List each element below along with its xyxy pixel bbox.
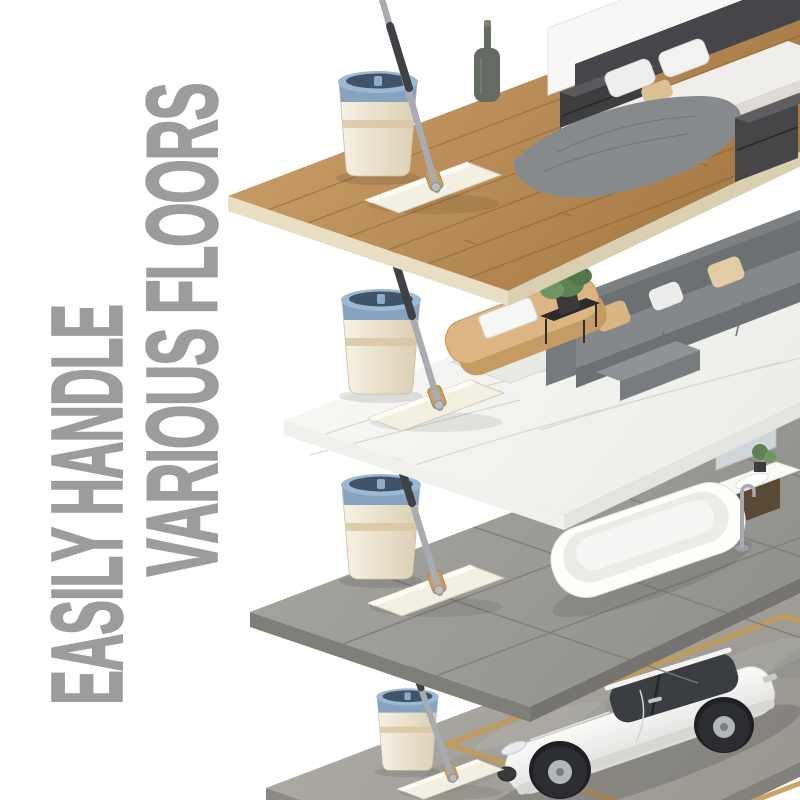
car-wheel-rear <box>694 697 754 753</box>
parking-space-outline <box>445 613 800 800</box>
counter-plant <box>752 444 776 472</box>
floor-front-edge-left <box>284 420 564 530</box>
car-door-seam <box>635 689 645 743</box>
sofa-chaise-front <box>620 350 700 401</box>
floor-front-edge-right <box>720 761 800 800</box>
floor-front-edge-left <box>250 612 530 722</box>
white-sports-car <box>479 647 800 800</box>
decor-bottle <box>474 20 500 102</box>
bathtub-basin <box>575 500 715 570</box>
floor-front-edge-right <box>530 578 800 722</box>
sofa <box>546 210 800 401</box>
mop-handle-collar <box>434 585 444 595</box>
bathtub <box>550 482 752 618</box>
sofa-pillow-white <box>648 281 684 311</box>
side-table-legs <box>545 302 597 344</box>
floor-scene-living-room <box>284 199 800 530</box>
mop-handle-collar <box>434 400 444 410</box>
car-hood-crease <box>529 711 611 741</box>
car-window-divider <box>650 671 662 715</box>
floor-front-edge-left <box>228 196 508 306</box>
car-door-handle <box>648 696 662 704</box>
bed <box>513 38 800 198</box>
floor-scene-bedroom <box>228 0 800 306</box>
floor-front-edge-right <box>508 151 800 306</box>
sofa-back-top <box>558 210 800 307</box>
nightstand-right <box>735 94 800 182</box>
car-wheel-front <box>529 741 591 799</box>
car-grille <box>497 766 517 782</box>
bed-blanket <box>513 96 742 198</box>
sofa-chaise-top <box>596 341 700 381</box>
car-headlight <box>501 740 527 756</box>
sofa-pillow-beige-2 <box>707 256 745 288</box>
car-windows <box>609 653 739 723</box>
floor-front-edge-left <box>266 788 302 800</box>
bed-pillow-beige <box>641 79 673 105</box>
freestanding-faucet <box>735 484 756 552</box>
bed-pillow-2 <box>658 38 710 78</box>
car-taillight <box>762 673 778 683</box>
marble-vein-lines <box>309 333 800 471</box>
floor-front-edge-right <box>564 402 800 530</box>
flat-mop-with-bucket-bedroom <box>335 0 502 215</box>
mop-handle-collar <box>431 182 441 192</box>
car-roof-highlight <box>604 647 732 691</box>
bed-blanket-folds <box>542 115 698 173</box>
mop-handle-collar <box>448 773 458 783</box>
bed-pillow-1 <box>604 58 656 98</box>
coffee-table-tray <box>478 297 538 339</box>
mop-handle-grip <box>386 22 413 92</box>
sofa-seat <box>576 250 800 368</box>
side-table-with-plant <box>540 267 600 344</box>
